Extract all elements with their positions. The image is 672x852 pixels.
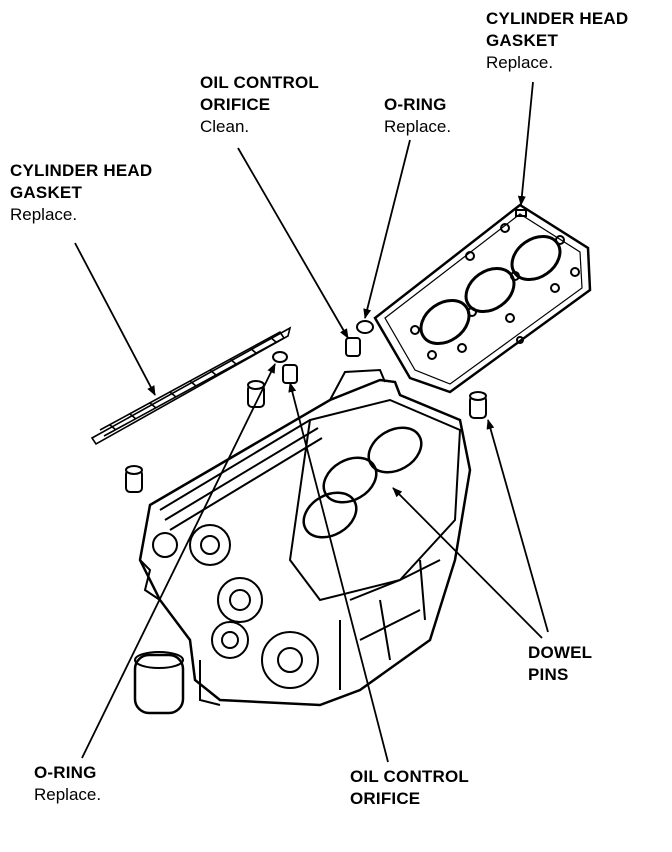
label-gasket: GASKET bbox=[10, 183, 83, 202]
callout-oil-control-orifice-top: OIL CONTROL ORIFICE Clean. bbox=[200, 72, 319, 138]
label-dowel: DOWEL bbox=[528, 643, 593, 662]
callout-o-ring-top: O-RING Replace. bbox=[384, 94, 451, 138]
note-replace: Replace. bbox=[486, 53, 554, 72]
label-oil-control: OIL CONTROL bbox=[200, 73, 319, 92]
note-replace: Replace. bbox=[34, 785, 102, 804]
callout-oil-control-orifice-bottom: OIL CONTROL ORIFICE bbox=[350, 766, 469, 810]
small-parts bbox=[125, 320, 487, 493]
callout-o-ring-bottom: O-RING Replace. bbox=[34, 762, 101, 806]
label-orifice: ORIFICE bbox=[200, 95, 271, 114]
callout-cylinder-head-gasket-right: CYLINDER HEAD GASKET Replace. bbox=[486, 8, 628, 74]
engine-block bbox=[133, 368, 472, 715]
note-clean: Clean. bbox=[200, 117, 250, 136]
leader-lines bbox=[74, 81, 549, 763]
left-head-gasket bbox=[90, 326, 292, 446]
label-orifice: ORIFICE bbox=[350, 789, 421, 808]
note-replace: Replace. bbox=[10, 205, 78, 224]
label-o-ring: O-RING bbox=[384, 95, 447, 114]
callout-cylinder-head-gasket-left: CYLINDER HEAD GASKET Replace. bbox=[10, 160, 152, 226]
note-replace: Replace. bbox=[384, 117, 452, 136]
label-cylinder-head: CYLINDER HEAD bbox=[486, 9, 629, 28]
label-cylinder-head: CYLINDER HEAD bbox=[10, 161, 153, 180]
label-o-ring: O-RING bbox=[34, 763, 97, 782]
label-oil-control: OIL CONTROL bbox=[350, 767, 469, 786]
label-pins: PINS bbox=[528, 665, 569, 684]
label-gasket: GASKET bbox=[486, 31, 559, 50]
right-head-gasket bbox=[373, 203, 592, 394]
callout-dowel-pins: DOWEL PINS bbox=[528, 642, 592, 686]
